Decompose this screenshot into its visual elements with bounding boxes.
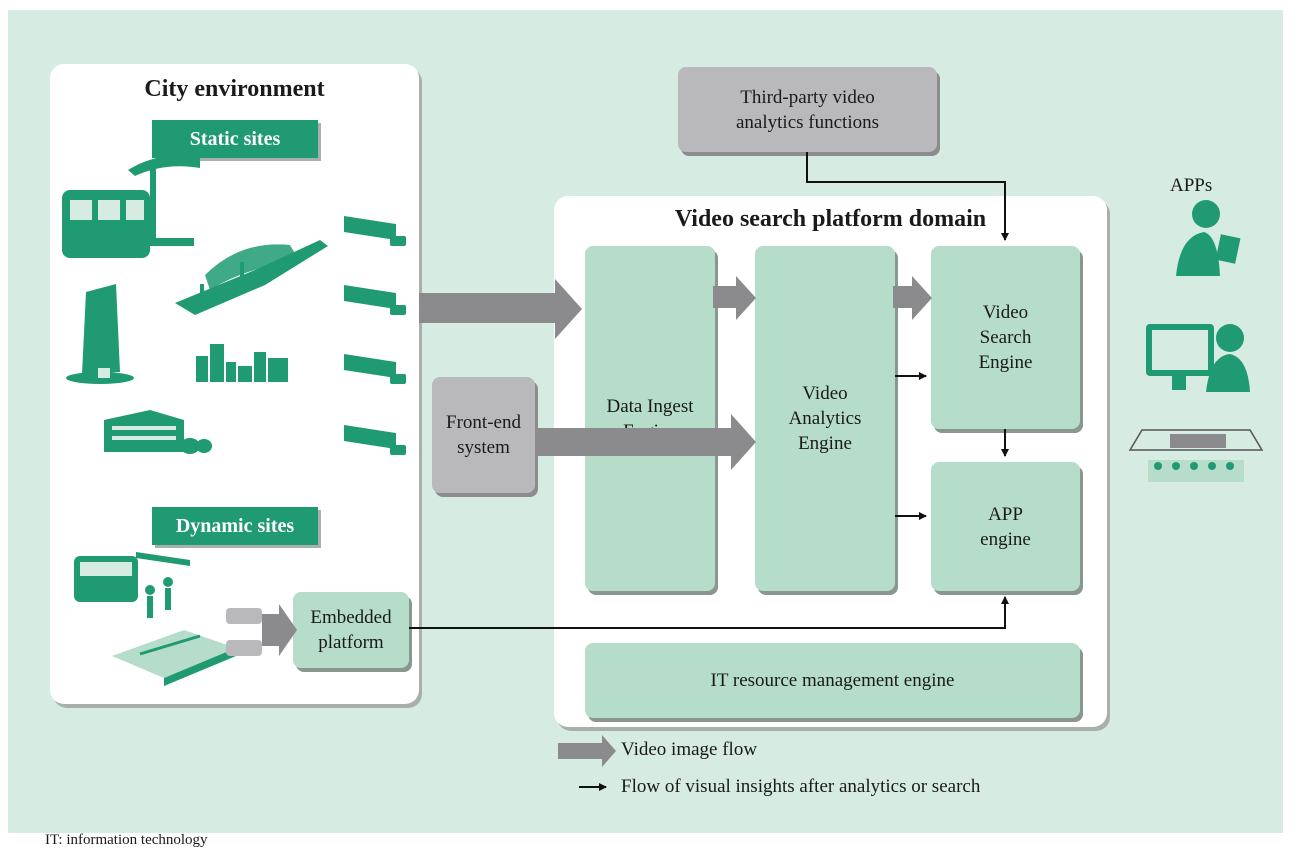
third-party-analytics-box: Third-party video analytics functions bbox=[678, 67, 937, 152]
city-environment-title: City environment bbox=[144, 76, 325, 102]
apps-label: APPs bbox=[1170, 175, 1213, 196]
bus-stop-icon bbox=[74, 552, 190, 618]
front-end-system-box: Front-end system bbox=[432, 377, 535, 493]
legend-insight-flow-label: Flow of visual insights after analytics … bbox=[621, 776, 981, 797]
desktop-user-icon bbox=[1146, 324, 1250, 392]
cctv-camera-icon bbox=[344, 425, 406, 455]
cctv-camera-icon bbox=[344, 285, 406, 315]
app-engine-box: APP engine bbox=[931, 462, 1080, 591]
highway-icon bbox=[175, 240, 328, 315]
tower-building-icon bbox=[66, 284, 134, 384]
it-resource-management-engine-box: IT resource management engine bbox=[585, 643, 1080, 718]
city-skyline-icon bbox=[196, 344, 288, 382]
dynamic-sites-label: Dynamic sites bbox=[152, 507, 318, 545]
control-room-icon bbox=[1128, 429, 1264, 482]
video-analytics-engine-box: Video Analytics Engine bbox=[755, 246, 895, 591]
embedded-platform-box: Embedded platform bbox=[293, 592, 409, 668]
footnote: IT: information technology bbox=[45, 832, 208, 848]
cctv-camera-icon bbox=[344, 216, 406, 246]
train-station-icon bbox=[62, 155, 200, 258]
video-flow-arrows bbox=[262, 276, 932, 656]
static-sites-label: Static sites bbox=[152, 120, 318, 158]
video-search-engine-box: Video Search Engine bbox=[931, 246, 1080, 429]
embedded-camera-icon bbox=[226, 608, 262, 656]
office-building-icon bbox=[104, 410, 212, 454]
stadium-icon bbox=[112, 630, 236, 686]
cctv-camera-icon bbox=[344, 354, 406, 384]
legend-video-flow-arrow bbox=[558, 735, 616, 767]
legend-video-flow-label: Video image flow bbox=[621, 739, 758, 760]
insight-flow-arrows bbox=[409, 152, 1009, 629]
tablet-user-icon bbox=[1176, 200, 1241, 276]
platform-title: Video search platform domain bbox=[674, 206, 987, 232]
